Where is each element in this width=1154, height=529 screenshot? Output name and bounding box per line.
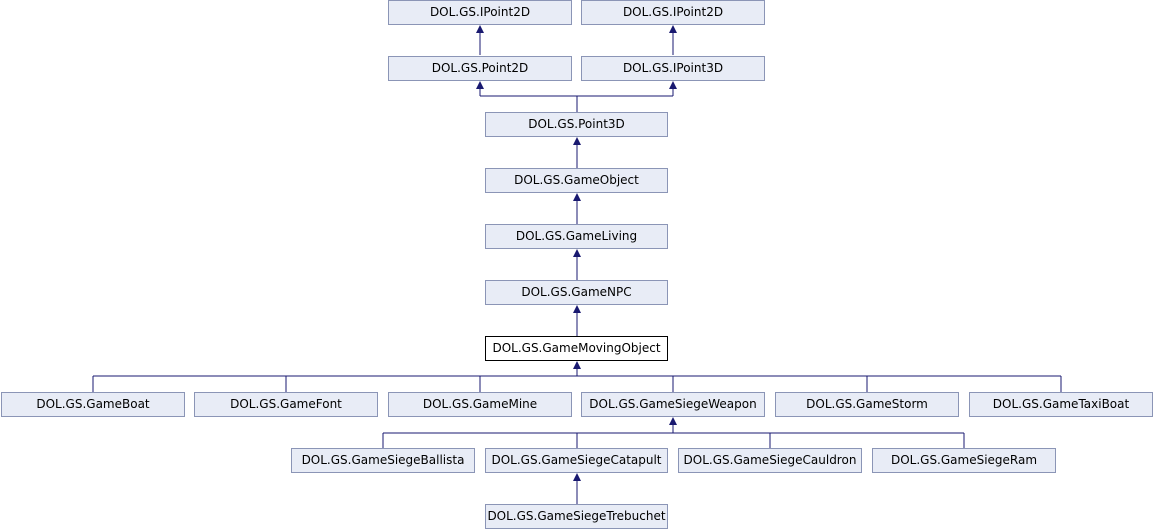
arrowhead-gameliving xyxy=(573,249,581,257)
arrowhead-gamesiegecatapult xyxy=(573,473,581,481)
class-node-gamenpc[interactable]: DOL.GS.GameNPC xyxy=(485,280,668,305)
arrowhead-gamemovingobject xyxy=(573,361,581,369)
arrowhead-ipoint2d-b xyxy=(669,25,677,33)
class-node-gamesiegecatapult[interactable]: DOL.GS.GameSiegeCatapult xyxy=(485,448,668,473)
class-node-point2d[interactable]: DOL.GS.Point2D xyxy=(388,56,572,81)
class-node-gameobject[interactable]: DOL.GS.GameObject xyxy=(485,168,668,193)
class-node-gameliving[interactable]: DOL.GS.GameLiving xyxy=(485,224,668,249)
arrowhead-ipoint3d xyxy=(669,81,677,89)
class-node-gamesiegeram[interactable]: DOL.GS.GameSiegeRam xyxy=(872,448,1056,473)
class-node-gametaxiboat[interactable]: DOL.GS.GameTaxiBoat xyxy=(969,392,1153,417)
class-node-gamestorm[interactable]: DOL.GS.GameStorm xyxy=(775,392,959,417)
class-node-point3d[interactable]: DOL.GS.Point3D xyxy=(485,112,668,137)
arrowhead-gamesiegeweapon xyxy=(669,417,677,425)
class-node-ipoint2d-right[interactable]: DOL.GS.IPoint2D xyxy=(581,0,765,25)
class-node-ipoint3d[interactable]: DOL.GS.IPoint3D xyxy=(581,56,765,81)
class-node-gamesiegeweapon[interactable]: DOL.GS.GameSiegeWeapon xyxy=(581,392,765,417)
class-node-gameboat[interactable]: DOL.GS.GameBoat xyxy=(1,392,185,417)
class-node-gamesiegeballista[interactable]: DOL.GS.GameSiegeBallista xyxy=(291,448,475,473)
class-node-gamesiegetrebuchet[interactable]: DOL.GS.GameSiegeTrebuchet xyxy=(485,504,668,529)
class-node-gamemine[interactable]: DOL.GS.GameMine xyxy=(388,392,572,417)
class-node-gamemovingobject: DOL.GS.GameMovingObject xyxy=(485,336,668,361)
class-node-gamesiegecauldron[interactable]: DOL.GS.GameSiegeCauldron xyxy=(678,448,862,473)
arrowhead-gamenpc xyxy=(573,305,581,313)
arrowhead-point3d xyxy=(573,137,581,145)
class-node-gamefont[interactable]: DOL.GS.GameFont xyxy=(194,392,378,417)
arrowhead-point2d xyxy=(476,81,484,89)
arrowhead-ipoint2d-a xyxy=(476,25,484,33)
arrowhead-gameobject xyxy=(573,193,581,201)
class-node-ipoint2d-left[interactable]: DOL.GS.IPoint2D xyxy=(388,0,572,25)
